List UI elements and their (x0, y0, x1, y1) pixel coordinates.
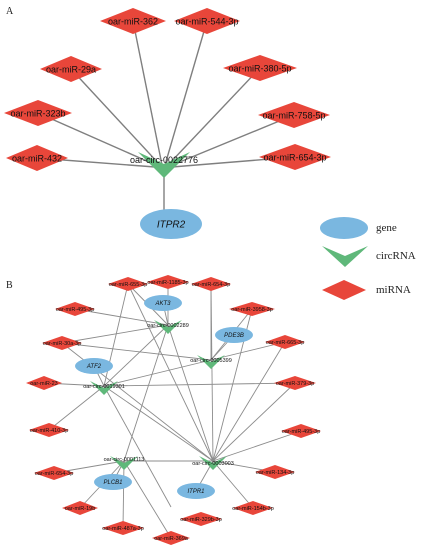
mirna-label: oar-miR-495-3p (282, 429, 321, 435)
panel-b-gene-nodes (75, 295, 253, 499)
mirna-node (102, 521, 144, 535)
gene-node (94, 474, 132, 490)
mirna-node (233, 501, 273, 515)
gene-label: PLCB1 (103, 480, 122, 486)
legend-mirna-label: miRNA (376, 284, 411, 296)
panel-b-edges (43, 282, 302, 539)
mirna-node (4, 100, 72, 126)
circrna-node (197, 355, 225, 369)
mirna-node (255, 465, 295, 479)
mirna-label: oar-miR-29a (46, 65, 96, 75)
mirna-node (42, 336, 82, 350)
circrna-label: oar-circ-0022776 (130, 155, 198, 165)
mirna-node (6, 145, 68, 171)
panel-b-mirna-labels: oar-miR-655-3p oar-miR-1185-3p oar-miR-6… (30, 280, 321, 542)
mirna-node (26, 376, 62, 390)
legend-gene-label: gene (376, 222, 397, 234)
panel-b-label: B (6, 280, 13, 291)
mirna-node (55, 302, 95, 316)
circrna-node (90, 381, 118, 395)
mirna-label: oar-miR-380-5p (228, 64, 291, 74)
mirna-label: oar-miR-432 (12, 154, 62, 164)
mirna-label: oar-miR-362 (108, 17, 158, 27)
mirna-node (223, 55, 297, 81)
mirna-label: oar-miR-379-3p (276, 381, 315, 387)
mirna-label: oar-miR-30a-3p (43, 341, 82, 347)
mirna-node (259, 144, 331, 170)
circrna-node (110, 456, 138, 470)
mirna-label: oar-miR-654-3p (35, 471, 74, 477)
mirna-label: oar-miR-154b-3p (232, 506, 274, 512)
legend: gene circRNA miRNA (320, 217, 416, 300)
mirna-label: oar-miR-19b (65, 506, 96, 512)
gene-label: ITPR2 (157, 220, 186, 231)
mirna-label: oar-miR-654-3p (192, 282, 231, 288)
mirna-node (34, 466, 74, 480)
panel-b-circrna-labels: oar-circ-0002289 oar-circ-0005399 oar-ci… (83, 323, 234, 467)
circrna-label: oar-circ-0005399 (190, 358, 232, 364)
circrna-node (154, 320, 182, 334)
circrna-node (138, 152, 190, 178)
mirna-node (152, 531, 190, 545)
mirna-node (281, 424, 321, 438)
mirna-node (191, 277, 231, 291)
legend-mirna-swatch (322, 280, 366, 300)
gene-node (75, 358, 113, 374)
mirna-node (108, 277, 148, 291)
mirna-node (180, 512, 222, 526)
mirna-label: oar-miR-134-3p (256, 470, 295, 476)
mirna-label: oar-miR-655-3p (109, 282, 148, 288)
mirna-node (62, 501, 98, 515)
mirna-node (40, 56, 102, 82)
mirna-label: oar-miR-369a (154, 536, 189, 542)
mirna-label: oar-miR-544-3p (175, 17, 238, 27)
gene-node (144, 295, 182, 311)
gene-node (140, 209, 202, 239)
panel-b-circrna-nodes (90, 320, 227, 470)
circrna-label: oar-circ-0002289 (147, 323, 189, 329)
panel-a-mirna-labels: oar-miR-362 oar-miR-544-3p oar-miR-29a o… (10, 17, 326, 164)
mirna-label: oar-miR-665-3p (266, 340, 305, 346)
panel-b-gene-labels: AKT3 PDE3B ATF2 PLCB1 ITPR1 (86, 301, 244, 495)
legend-circrna-label: circRNA (376, 250, 416, 262)
mirna-label: oar-miR-495-3p (56, 307, 95, 313)
circrna-node (199, 456, 227, 470)
gene-label: AKT3 (154, 301, 171, 307)
panel-b-mirna-nodes (26, 275, 321, 545)
panel-a-label: A (6, 6, 14, 17)
mirna-label: oar-miR-1185-3p (147, 280, 188, 286)
circrna-label: oar-circ-0019301 (83, 384, 125, 390)
mirna-label: oar-miR-654-3p (263, 153, 326, 163)
gene-label: ITPR1 (187, 489, 204, 495)
mirna-node (274, 376, 316, 390)
mirna-label: oar-miR-329b-3p (180, 517, 222, 523)
mirna-node (265, 335, 305, 349)
panel-a-edges (36, 20, 296, 210)
mirna-node (29, 423, 69, 437)
mirna-node (174, 8, 240, 34)
gene-label: ATF2 (86, 364, 102, 370)
mirna-node (147, 275, 189, 289)
gene-node (177, 483, 215, 499)
mirna-node (229, 302, 275, 316)
legend-gene-swatch (320, 217, 368, 239)
mirna-label: oar-miR-487a-3p (102, 526, 144, 532)
gene-node (215, 327, 253, 343)
mirna-node (258, 102, 330, 128)
mirna-label: oar-miR-758-5p (262, 111, 325, 121)
legend-circrna-swatch (322, 246, 368, 267)
mirna-label: oar-miR-410-3p (30, 428, 69, 434)
circrna-label: oar-circ-0003003 (192, 461, 234, 467)
mirna-label: oar-miR-323b (10, 109, 65, 119)
circrna-label: oar-circ-0001113 (104, 457, 145, 463)
mirna-label: oar-miR-3958-3p (231, 307, 273, 313)
mirna-label: oar-miR-23 (30, 381, 58, 387)
panel-a-mirna-nodes (4, 8, 331, 171)
mirna-node (100, 8, 166, 34)
gene-label: PDE3B (224, 333, 244, 339)
